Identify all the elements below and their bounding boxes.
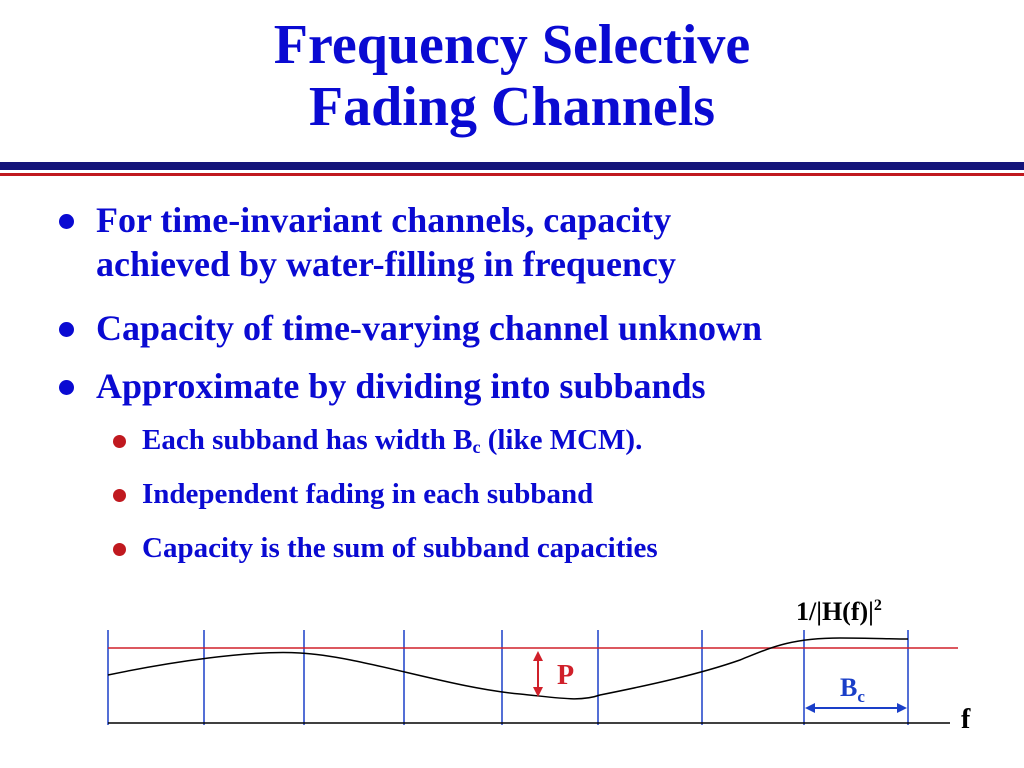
bullet-text: Capacity of time-varying channel unknown [96,308,763,348]
superscript-2: 2 [874,597,882,614]
title-divider-red [0,173,1024,176]
sub-bullet-text: Each subband has width B [142,424,473,456]
bandwidth-label: Bc [840,673,865,706]
curve-label: 1/|H(f)|2 [796,597,882,626]
bullet-text: achieved by water-filling in frequency [96,244,676,284]
inverse-channel-gain-curve [107,637,909,700]
sub-bullet-text: Capacity is the sum of subband capacitie… [142,532,658,564]
bullet-text: For time-invariant channels, capacity [96,200,672,240]
title-divider-blue [0,162,1024,170]
sub-bullet-dot-icon [113,435,126,448]
slide-title: Frequency Selective Fading Channels [0,14,1024,138]
bullet-item: Capacity of time-varying channel unknown [59,306,996,350]
subscript-c: c [472,437,481,457]
sub-bullet-item: Each subband has width Bc (like MCM). [113,422,1002,458]
subband-dividers [107,630,909,725]
sub-bullet-item: Capacity is the sum of subband capacitie… [113,530,1002,566]
sub-bullet-dot-icon [113,543,126,556]
title-line-1: Frequency Selective [273,14,751,76]
bullet-dot-icon [59,322,74,337]
title-line-2: Fading Channels [308,76,716,138]
power-label: P [557,660,574,691]
frequency-axis-label: f [961,704,971,735]
bullet-item: For time-invariant channels, capacity ac… [59,198,996,286]
bullet-item: Approximate by dividing into subbands [59,364,996,408]
water-filling-diagram: 1/|H(f)|2 P Bc f [107,597,971,735]
sub-bullet-dot-icon [113,489,126,502]
subscript-c: c [857,687,865,706]
bullet-text: Approximate by dividing into subbands [96,366,706,406]
bullet-dot-icon [59,380,74,395]
sub-bullet-text: Independent fading in each subband [142,478,594,510]
bullet-dot-icon [59,214,74,229]
sub-bullet-item: Independent fading in each subband [113,476,1002,512]
bullet-list: For time-invariant channels, capacity ac… [59,198,1002,566]
sub-bullet-text: (like MCM). [480,424,643,456]
